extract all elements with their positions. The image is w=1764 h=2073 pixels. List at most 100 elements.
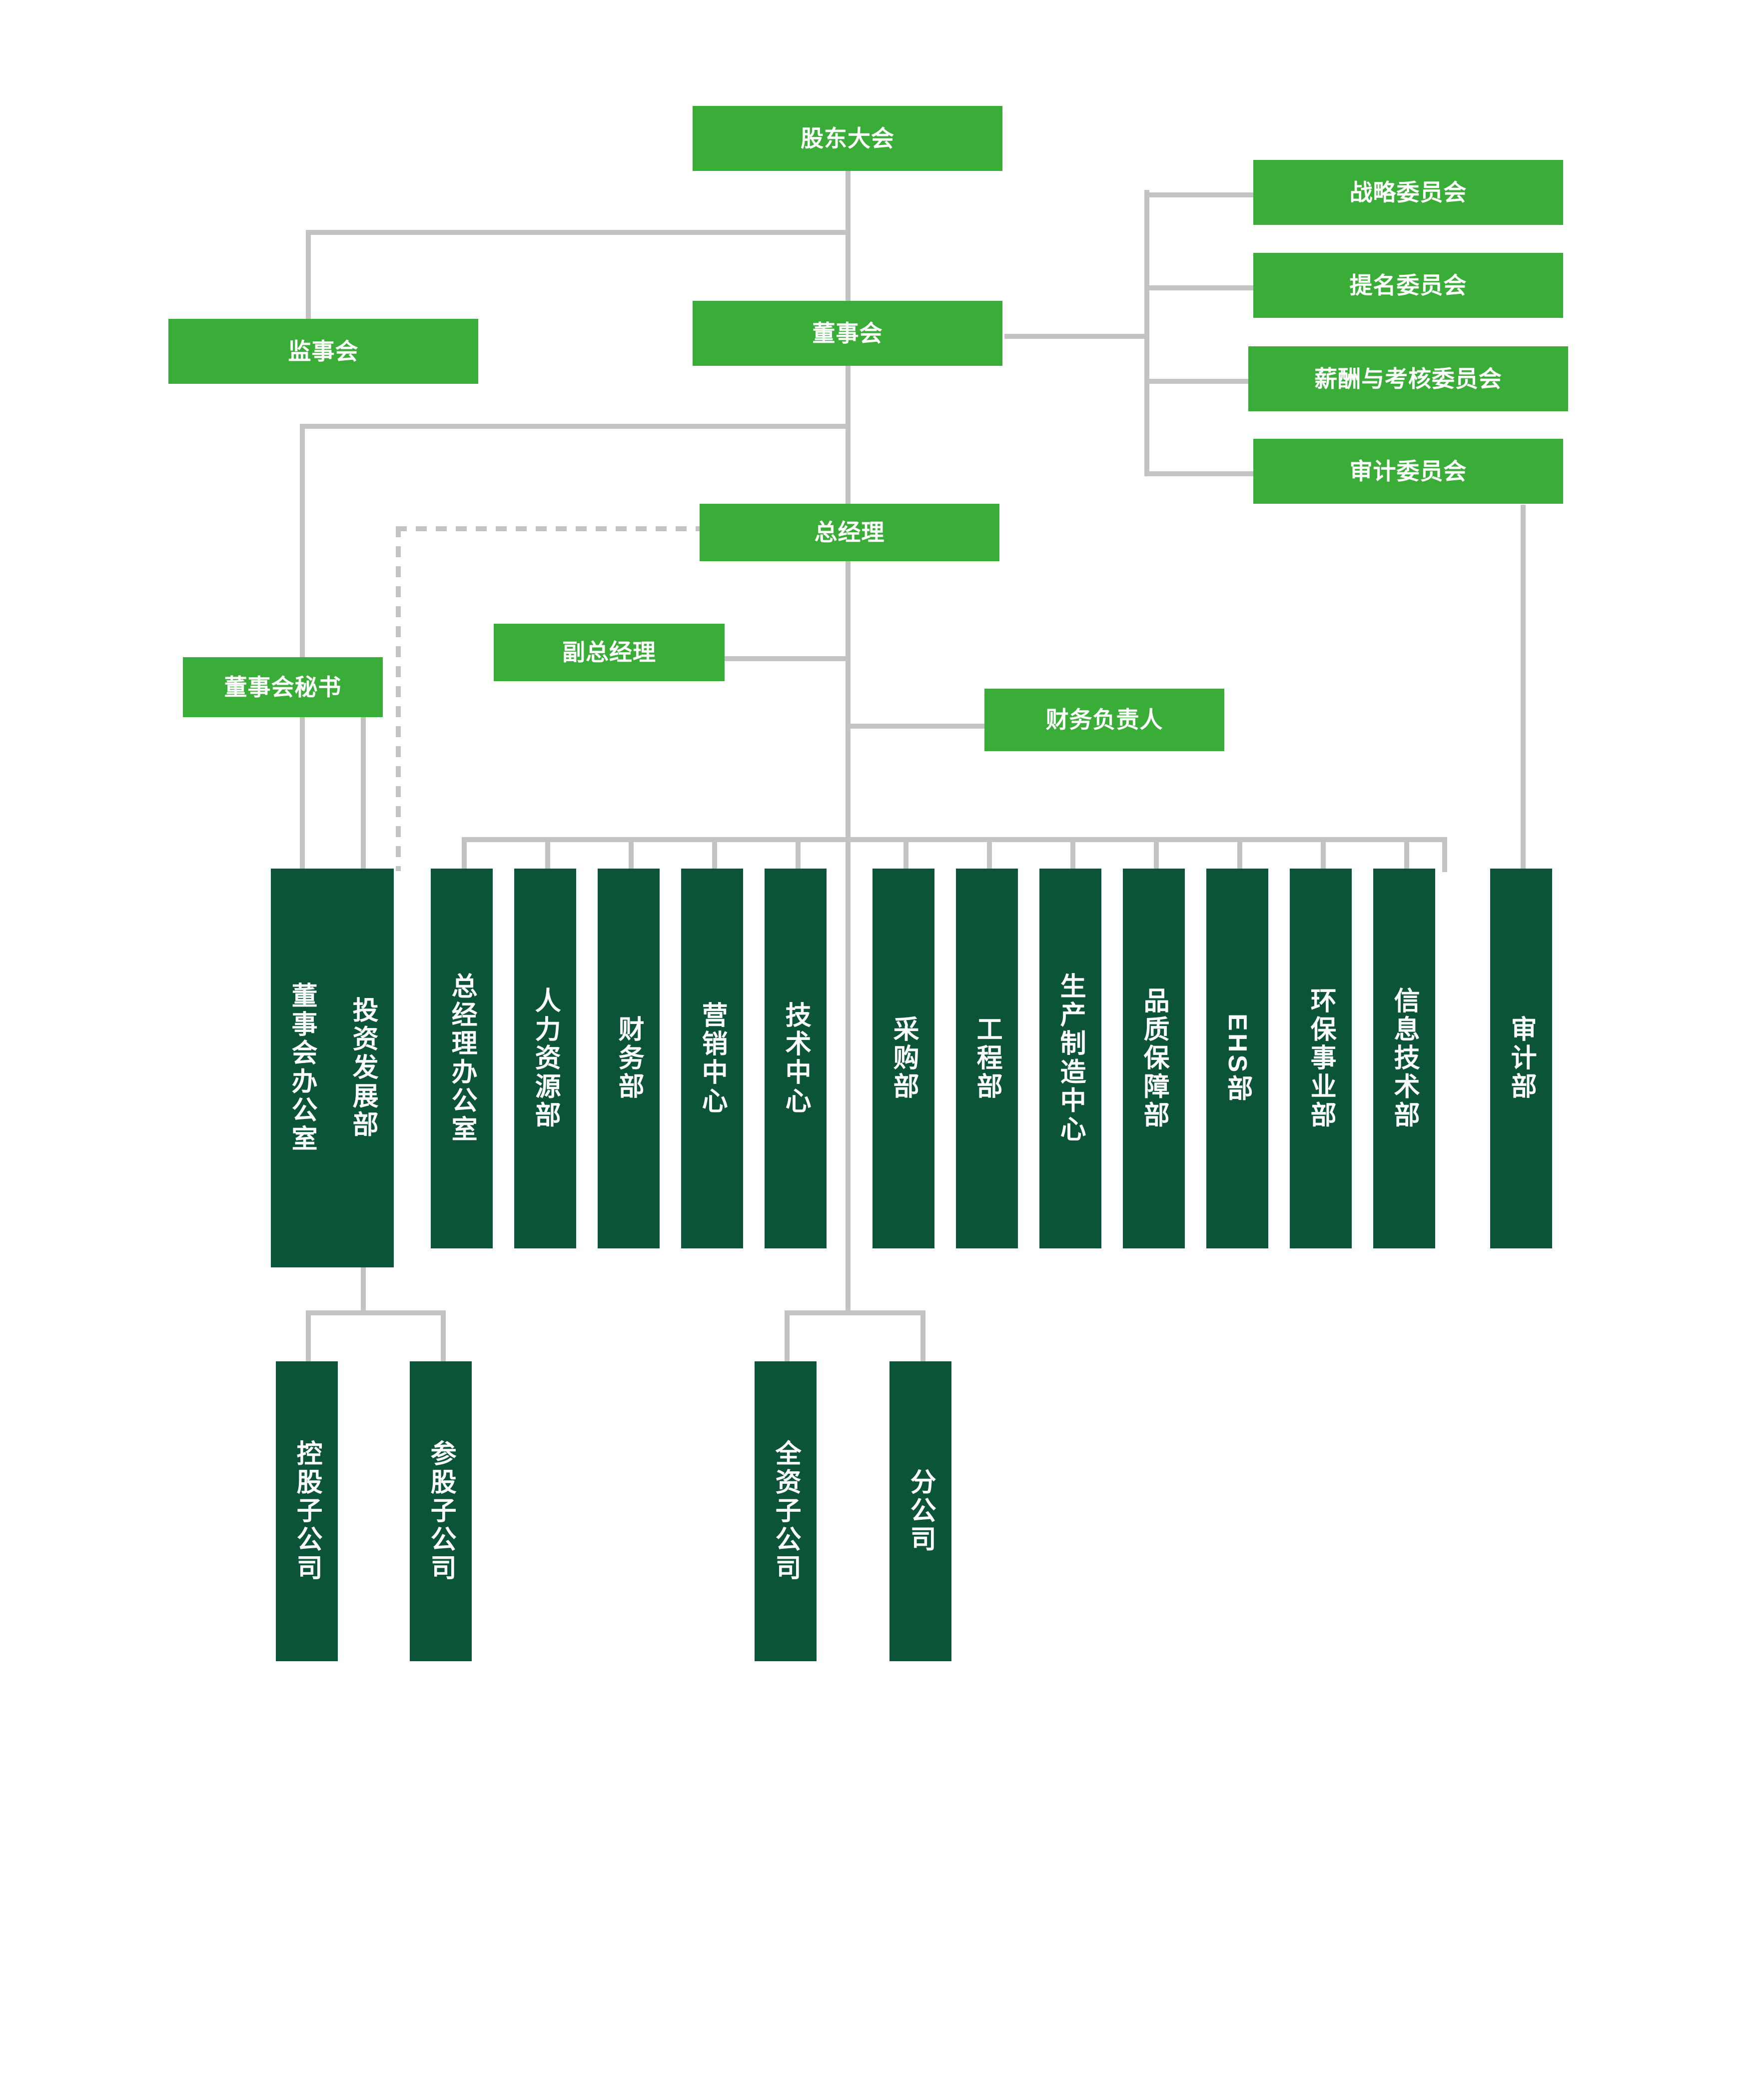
- connector-subsidiary-right-1: [785, 1310, 790, 1364]
- node-branch-company[interactable]: 分公司: [889, 1361, 951, 1661]
- node-committee-audit[interactable]: 审计委员会: [1253, 439, 1563, 504]
- node-label: 品质保障部: [1139, 987, 1169, 1130]
- node-label: 董事会秘书: [224, 674, 342, 700]
- connector-dept-drop-14: [1404, 837, 1409, 872]
- connector-board-secretary-horizontal: [300, 424, 851, 429]
- node-label: 信息技术部: [1390, 987, 1419, 1130]
- connector-subsidiary-left-1: [306, 1310, 311, 1364]
- connector-board-office-drop: [300, 424, 305, 871]
- node-department-manufacturing-center[interactable]: 生产制造中心: [1039, 869, 1101, 1248]
- node-label: 参股子公司: [426, 1440, 456, 1583]
- node-subsidiary-wholly-owned[interactable]: 全资子公司: [755, 1361, 817, 1661]
- node-label: 分公司: [906, 1468, 935, 1554]
- connector-secretary-to-invest-dept: [361, 716, 366, 872]
- connector-gm-trunk-to-subsidiaries: [846, 840, 851, 1314]
- connector-gm-dotted-vertical: [396, 526, 401, 871]
- node-department-investment-development[interactable]: 投资发展部: [332, 869, 394, 1267]
- connector-finance-officer: [846, 724, 985, 729]
- connector-subsidiary-left-2: [441, 1310, 446, 1364]
- node-department-information-technology[interactable]: 信息技术部: [1373, 869, 1435, 1248]
- node-label: 投资发展部: [348, 997, 378, 1139]
- connector-dept-drop-15: [1442, 837, 1447, 872]
- node-label: 董事会办公室: [287, 982, 317, 1154]
- node-label: 战略委员会: [1349, 179, 1467, 205]
- connector-committee-3: [1144, 379, 1259, 384]
- node-department-gm-office[interactable]: 总经理办公室: [431, 869, 493, 1248]
- node-label: 审计委员会: [1349, 458, 1467, 484]
- connector-dept-drop-12: [1237, 837, 1242, 872]
- node-label: 环保事业部: [1306, 987, 1336, 1130]
- connector-deputy-gm: [724, 656, 849, 661]
- node-committee-nomination[interactable]: 提名委员会: [1253, 253, 1563, 318]
- node-label: 总经理: [814, 519, 885, 546]
- connector-dept-drop-8: [903, 837, 908, 872]
- connector-committee-1: [1144, 192, 1259, 197]
- node-label: 工程部: [972, 1016, 1002, 1101]
- connector-subsidiaries-left-bus: [306, 1310, 446, 1315]
- node-department-engineering[interactable]: 工程部: [956, 869, 1018, 1248]
- connector-subsidiary-right-2: [920, 1310, 925, 1364]
- node-deputy-general-manager[interactable]: 副总经理: [494, 624, 725, 681]
- connector-dept-drop-6: [712, 837, 717, 872]
- connector-board-to-committee-spine: [1004, 334, 1149, 339]
- node-label: 生产制造中心: [1056, 973, 1085, 1144]
- node-finance-officer[interactable]: 财务负责人: [984, 689, 1224, 751]
- node-label: 董事会: [812, 320, 883, 346]
- node-general-manager[interactable]: 总经理: [700, 504, 999, 561]
- node-label: 监事会: [288, 338, 359, 364]
- node-department-purchasing[interactable]: 采购部: [873, 869, 934, 1248]
- node-department-environmental-business[interactable]: 环保事业部: [1290, 869, 1352, 1248]
- node-label: 人力资源部: [531, 987, 560, 1130]
- node-department-finance[interactable]: 财务部: [598, 869, 660, 1248]
- node-label: 审计部: [1507, 1016, 1536, 1101]
- node-label: 技术中心: [781, 1001, 811, 1116]
- node-department-ehs[interactable]: EHS部: [1206, 869, 1268, 1248]
- connector-dept-drop-3: [462, 837, 467, 872]
- connector-department-bus: [462, 837, 1447, 842]
- connector-dept-drop-9: [987, 837, 992, 872]
- node-label: 营销中心: [698, 1001, 727, 1116]
- node-board-of-directors[interactable]: 董事会: [693, 301, 1002, 366]
- connector-dept-drop-7: [796, 837, 801, 872]
- node-department-human-resources[interactable]: 人力资源部: [514, 869, 576, 1248]
- node-label: 财务部: [614, 1016, 644, 1101]
- node-department-board-office[interactable]: 董事会办公室: [271, 869, 333, 1267]
- connector-shareholders-trunk: [846, 170, 851, 321]
- node-label: 副总经理: [562, 639, 656, 666]
- connector-supervisors-horizontal: [306, 230, 851, 235]
- node-board-of-supervisors[interactable]: 监事会: [168, 319, 478, 384]
- connector-committee-2: [1144, 285, 1259, 290]
- node-subsidiary-participating[interactable]: 参股子公司: [410, 1361, 472, 1661]
- connector-gm-dotted-horizontal: [396, 526, 706, 531]
- node-department-audit[interactable]: 审计部: [1490, 869, 1552, 1248]
- connector-invest-to-subsidiaries: [361, 1264, 366, 1314]
- node-label: 全资子公司: [771, 1440, 801, 1583]
- connector-board-to-gm-trunk: [846, 365, 851, 510]
- connector-committee-spine: [1144, 190, 1149, 475]
- connector-audit-committee-to-audit-dept: [1521, 505, 1526, 872]
- connector-subsidiaries-right-bus: [785, 1310, 925, 1315]
- node-label: 控股子公司: [292, 1440, 322, 1583]
- node-subsidiary-controlled[interactable]: 控股子公司: [276, 1361, 338, 1661]
- node-department-marketing-center[interactable]: 营销中心: [681, 869, 743, 1248]
- connector-dept-drop-13: [1321, 837, 1326, 872]
- node-label: 总经理办公室: [447, 973, 477, 1144]
- connector-supervisors-drop: [306, 230, 311, 320]
- connector-committee-4: [1144, 471, 1259, 476]
- node-label: 采购部: [889, 1016, 918, 1101]
- node-label: 股东大会: [801, 125, 894, 151]
- connector-dept-drop-10: [1070, 837, 1075, 872]
- node-shareholders-meeting[interactable]: 股东大会: [693, 106, 1002, 171]
- node-label: 薪酬与考核委员会: [1314, 365, 1502, 392]
- node-label: 提名委员会: [1349, 272, 1467, 298]
- connector-dept-drop-5: [629, 837, 634, 872]
- node-committee-remuneration-assessment[interactable]: 薪酬与考核委员会: [1248, 346, 1568, 411]
- node-department-technology-center[interactable]: 技术中心: [765, 869, 827, 1248]
- connector-dept-drop-4: [545, 837, 550, 872]
- connector-dept-drop-11: [1154, 837, 1159, 872]
- node-department-quality-assurance[interactable]: 品质保障部: [1123, 869, 1185, 1248]
- node-committee-strategy[interactable]: 战略委员会: [1253, 160, 1563, 225]
- node-board-secretary[interactable]: 董事会秘书: [183, 657, 383, 717]
- node-label: EHS部: [1223, 1014, 1252, 1103]
